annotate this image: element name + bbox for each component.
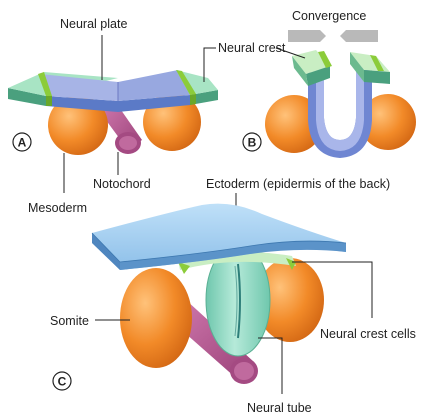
neural-tube-label: Neural tube <box>247 401 312 415</box>
panel-b: Convergence B Neural crest <box>204 9 416 158</box>
panel-b-label: B <box>248 136 257 150</box>
panel-a: A Neural plate Notochord Mesoderm <box>8 17 218 215</box>
neural-crest-cells-label: Neural crest cells <box>320 327 416 341</box>
convergence-label: Convergence <box>292 9 366 23</box>
neural-tube-leader <box>258 338 282 394</box>
mesoderm-label: Mesoderm <box>28 201 87 215</box>
panel-c: Ectoderm (epidermis of the back) <box>50 177 416 415</box>
convergence-arrows <box>288 30 378 42</box>
neural-crest-leader-left <box>204 48 216 82</box>
notochord-label: Notochord <box>93 177 151 191</box>
neural-crest-label: Neural crest <box>218 41 286 55</box>
ectoderm-label: Ectoderm (epidermis of the back) <box>206 177 390 191</box>
panel-c-label: C <box>58 375 67 389</box>
neural-plate-label: Neural plate <box>60 17 127 31</box>
somite-label: Somite <box>50 314 89 328</box>
somite-left <box>120 268 192 368</box>
panel-a-label: A <box>18 136 27 150</box>
